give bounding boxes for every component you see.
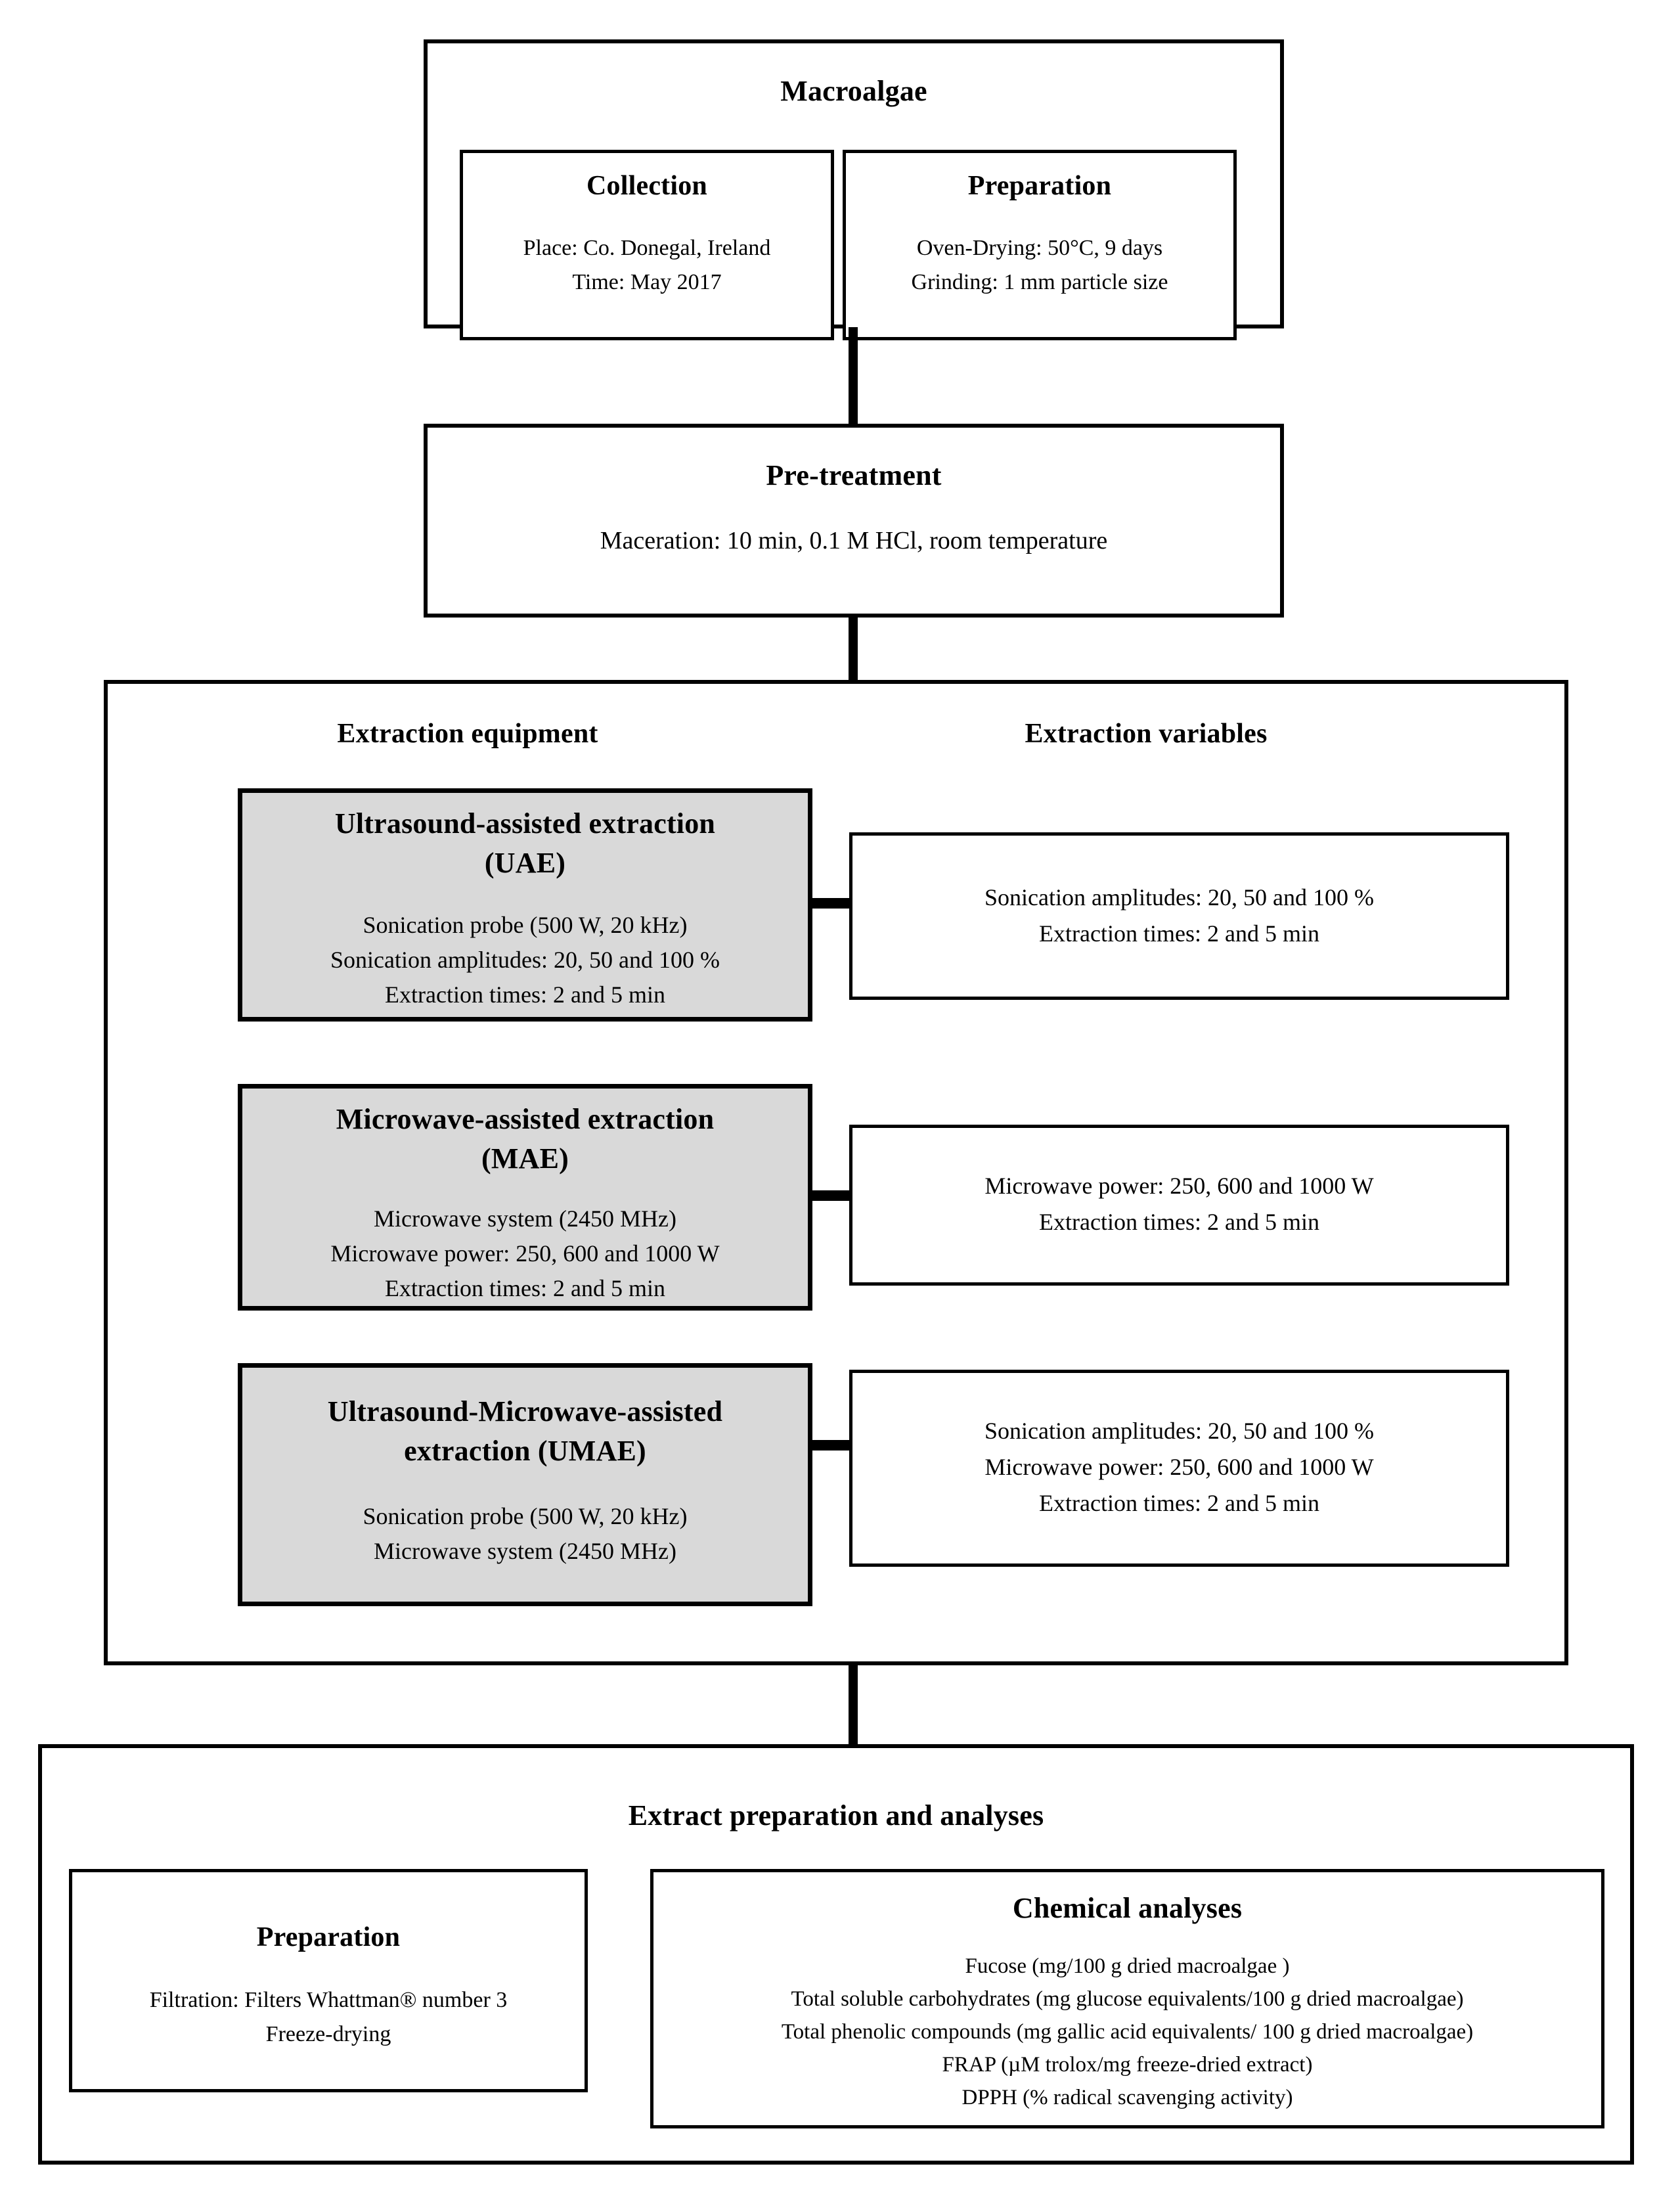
- uae-equipment-box: Ultrasound-assisted extraction (UAE) Son…: [238, 788, 812, 1022]
- chemical-analyses-line-4: FRAP (µM trolox/mg freeze-dried extract): [942, 2053, 1313, 2077]
- extraction-variables-header: Extraction variables: [1025, 719, 1268, 749]
- collection-title: Collection: [586, 171, 707, 201]
- mae-variable-line-2: Extraction times: 2 and 5 min: [1039, 1209, 1319, 1235]
- pretreatment-title: Pre-treatment: [766, 459, 942, 491]
- connector-mae-equipment-to-variables: [809, 1190, 855, 1201]
- umae-variable-line-3: Extraction times: 2 and 5 min: [1039, 1490, 1319, 1516]
- macroalgae-preparation-line-2: Grinding: 1 mm particle size: [911, 270, 1168, 294]
- connector-umae-equipment-to-variables: [809, 1440, 855, 1451]
- extract-preparation-title: Preparation: [256, 1922, 401, 1952]
- mae-variable-line-1: Microwave power: 250, 600 and 1000 W: [984, 1173, 1374, 1199]
- uae-variable-line-1: Sonication amplitudes: 20, 50 and 100 %: [984, 884, 1374, 911]
- umae-title-line-2: extraction (UMAE): [404, 1435, 646, 1467]
- extract-preparation-line-2: Freeze-drying: [265, 2022, 391, 2046]
- uae-variable-line-2: Extraction times: 2 and 5 min: [1039, 920, 1319, 947]
- mae-equipment-line-1: Microwave system (2450 MHz): [374, 1205, 676, 1232]
- connector-uae-equipment-to-variables: [809, 898, 855, 909]
- macroalgae-preparation-line-1: Oven-Drying: 50°C, 9 days: [916, 236, 1163, 260]
- connector-extraction-to-analyses: [849, 1662, 858, 1747]
- extract-analyses-title: Extract preparation and analyses: [628, 1799, 1044, 1832]
- chemical-analyses-line-2: Total soluble carbohydrates (mg glucose …: [791, 1987, 1464, 2011]
- extract-preparation-line-1: Filtration: Filters Whattman® number 3: [149, 1988, 508, 2012]
- mae-equipment-line-3: Extraction times: 2 and 5 min: [385, 1275, 665, 1301]
- collection-line-2: Time: May 2017: [572, 270, 722, 294]
- umae-variable-line-2: Microwave power: 250, 600 and 1000 W: [984, 1454, 1374, 1480]
- connector-macroalgae-to-pretreatment: [849, 327, 858, 426]
- umae-equipment-line-2: Microwave system (2450 MHz): [374, 1538, 676, 1564]
- umae-variables-box: Sonication amplitudes: 20, 50 and 100 % …: [849, 1370, 1509, 1567]
- mae-title-line-1: Microwave-assisted extraction: [336, 1103, 715, 1135]
- umae-equipment-box: Ultrasound-Microwave-assisted extraction…: [238, 1363, 812, 1606]
- pretreatment-line-1: Maceration: 10 min, 0.1 M HCl, room temp…: [600, 527, 1108, 554]
- extraction-equipment-header: Extraction equipment: [337, 719, 598, 749]
- umae-equipment-line-1: Sonication probe (500 W, 20 kHz): [363, 1503, 688, 1529]
- uae-title-line-1: Ultrasound-assisted extraction: [334, 807, 716, 840]
- extract-preparation-box: Preparation Filtration: Filters Whattman…: [69, 1869, 588, 2092]
- uae-equipment-line-1: Sonication probe (500 W, 20 kHz): [363, 912, 688, 938]
- uae-title-line-2: (UAE): [484, 847, 566, 879]
- macroalgae-preparation-title: Preparation: [967, 171, 1112, 201]
- uae-variables-box: Sonication amplitudes: 20, 50 and 100 % …: [849, 832, 1509, 1000]
- macroalgae-title: Macroalgae: [780, 75, 927, 107]
- chemical-analyses-line-1: Fucose (mg/100 g dried macroalgae ): [965, 1954, 1290, 1978]
- mae-title-line-2: (MAE): [481, 1142, 569, 1175]
- collection-box: Collection Place: Co. Donegal, Ireland T…: [460, 150, 834, 340]
- collection-line-1: Place: Co. Donegal, Ireland: [523, 236, 771, 260]
- umae-variable-line-1: Sonication amplitudes: 20, 50 and 100 %: [984, 1418, 1374, 1444]
- uae-equipment-line-3: Extraction times: 2 and 5 min: [385, 981, 665, 1008]
- mae-equipment-box: Microwave-assisted extraction (MAE) Micr…: [238, 1084, 812, 1311]
- pretreatment-box: Pre-treatment Maceration: 10 min, 0.1 M …: [424, 424, 1284, 618]
- chemical-analyses-title: Chemical analyses: [1012, 1892, 1243, 1924]
- umae-title-line-1: Ultrasound-Microwave-assisted: [327, 1395, 723, 1428]
- mae-variables-box: Microwave power: 250, 600 and 1000 W Ext…: [849, 1125, 1509, 1286]
- chemical-analyses-line-3: Total phenolic compounds (mg gallic acid…: [781, 2020, 1474, 2044]
- connector-pretreatment-to-extraction: [849, 616, 858, 685]
- uae-equipment-line-2: Sonication amplitudes: 20, 50 and 100 %: [330, 947, 720, 973]
- mae-equipment-line-2: Microwave power: 250, 600 and 1000 W: [330, 1240, 720, 1267]
- chemical-analyses-line-5: DPPH (% radical scavenging activity): [962, 2086, 1293, 2109]
- chemical-analyses-box: Chemical analyses Fucose (mg/100 g dried…: [650, 1869, 1604, 2128]
- macroalgae-preparation-box: Preparation Oven-Drying: 50°C, 9 days Gr…: [843, 150, 1237, 340]
